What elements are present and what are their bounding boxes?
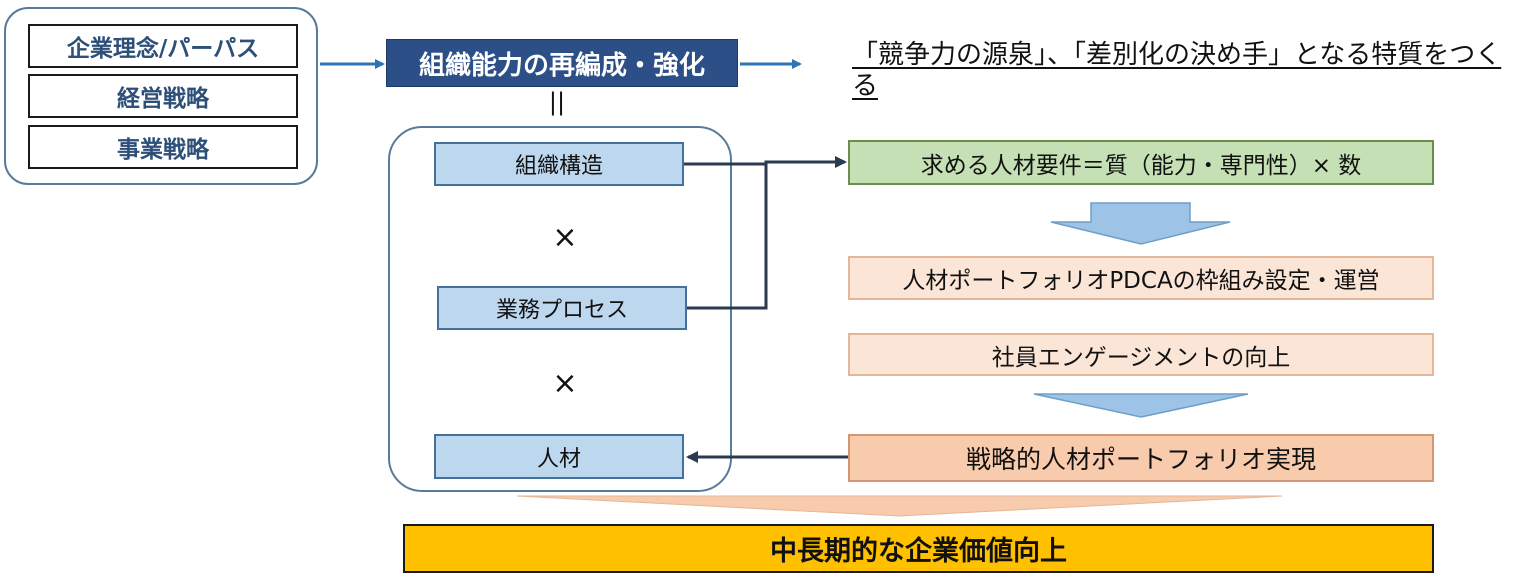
talent-requirements-label: 求める人材要件＝質（能力・専門性）× 数 <box>920 152 1362 179</box>
org-capability-title: 組織能力の再編成・強化 <box>418 50 705 81</box>
down-arrow-goal <box>516 495 1283 517</box>
portfolio-pdca-box: 人材ポートフォリオPDCAの枠組み設定・運営 <box>848 256 1434 300</box>
portfolio-pdca-label: 人材ポートフォリオPDCAの枠組み設定・運営 <box>902 268 1380 294</box>
competitive-source-heading: 「競争力の源泉」、「差別化の決め手」となる特質をつくる <box>852 40 1502 101</box>
org-structure-box: 組織構造 <box>434 142 684 186</box>
times-sign-2: × <box>552 365 578 401</box>
connector-process-to-requirements <box>687 164 768 310</box>
business-strategy-box: 事業戦略 <box>28 125 298 169</box>
down-arrow-1 <box>1050 202 1231 245</box>
corporate-value-goal-box: 中長期的な企業価値向上 <box>403 524 1434 573</box>
philosophy-purpose-label: 企業理念/パーパス <box>66 36 260 62</box>
times-sign-1: × <box>552 219 578 255</box>
portfolio-realization-box: 戦略的人材ポートフォリオ実現 <box>848 434 1434 482</box>
org-structure-label: 組織構造 <box>514 154 603 179</box>
business-strategy-label: 事業戦略 <box>117 137 209 163</box>
equals-sign: || <box>548 88 566 116</box>
engagement-box: 社員エンゲージメントの向上 <box>848 333 1434 376</box>
org-capability-title-box: 組織能力の再編成・強化 <box>386 39 738 87</box>
engagement-label: 社員エンゲージメントの向上 <box>991 344 1291 371</box>
portfolio-realization-label: 戦略的人材ポートフォリオ実現 <box>965 445 1316 474</box>
business-process-label: 業務プロセス <box>495 298 628 323</box>
corporate-value-goal-label: 中長期的な企業価値向上 <box>770 536 1067 567</box>
talent-requirements-box: 求める人材要件＝質（能力・専門性）× 数 <box>848 140 1434 185</box>
management-strategy-label: 経営戦略 <box>117 86 209 112</box>
talent-label: 人材 <box>536 446 581 472</box>
philosophy-purpose-box: 企業理念/パーパス <box>28 24 298 68</box>
connector-structure-to-requirements <box>684 156 847 168</box>
talent-box: 人材 <box>434 434 684 479</box>
down-arrow-2 <box>1033 393 1249 418</box>
business-process-box: 業務プロセス <box>437 286 687 330</box>
management-strategy-box: 経営戦略 <box>28 74 298 118</box>
